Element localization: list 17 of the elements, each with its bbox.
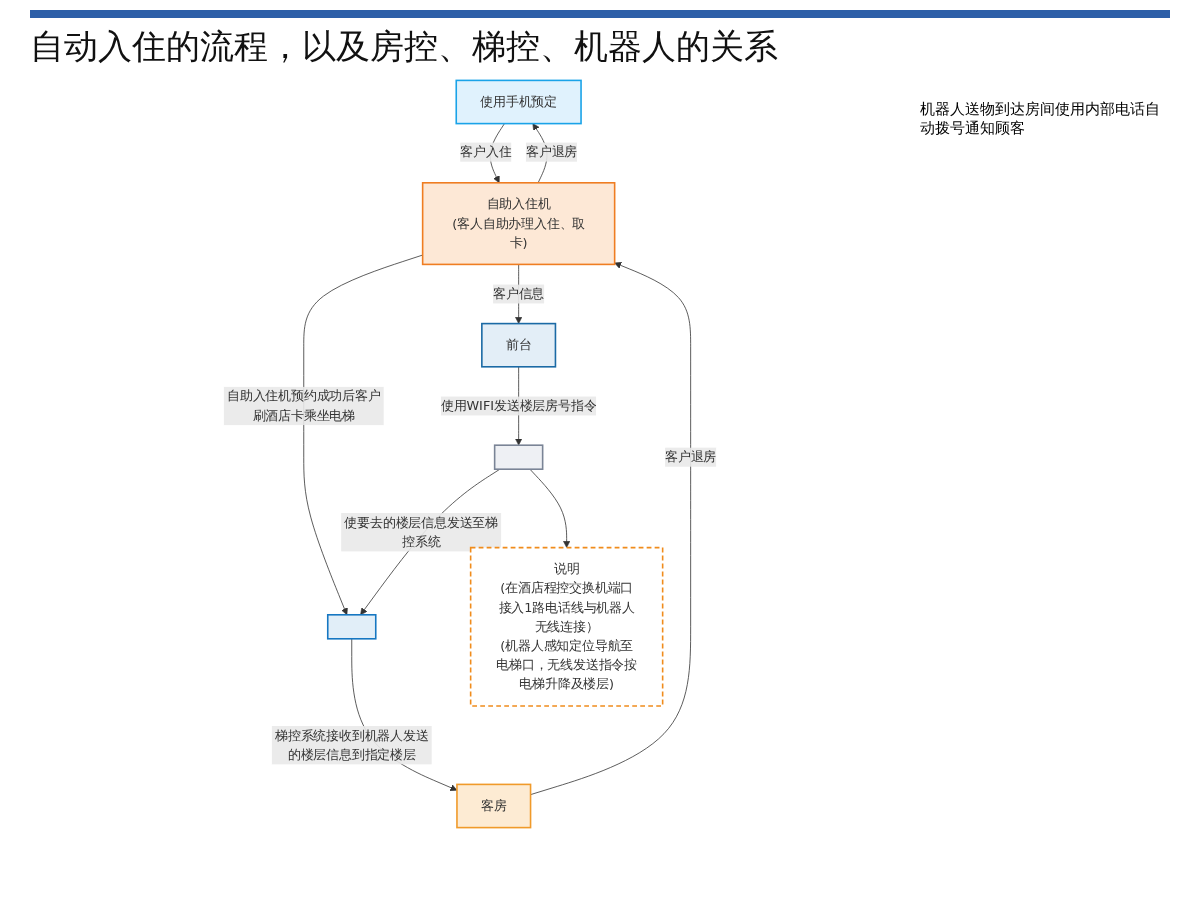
node-box: 客房: [456, 783, 532, 829]
node-box: 使用手机预定: [455, 79, 582, 125]
edge-label: 客户退房: [665, 449, 717, 465]
edge-label: 使要去的楼层信息发送至梯控系统: [344, 514, 498, 550]
edge-label: 客户信息: [493, 286, 545, 302]
node-box: 自助入住机 (客人自助办理入住、取卡): [421, 182, 616, 266]
node-box: 说明 (在酒店程控交换机端口接入1路电话线与机器人无线连接） (机器人感知定位导航至电梯口，无线发送指令按电梯升降及楼层): [469, 546, 664, 707]
title: 自动入住的流程，以及房控、梯控、机器人的关系: [30, 10, 1170, 70]
node-box: [326, 614, 377, 640]
node-box: [493, 444, 544, 470]
node-box: 前台: [481, 322, 557, 368]
edge-label: 客户退房: [525, 144, 578, 160]
edge-label: 使用WIFI发送楼层房号指令: [440, 398, 597, 414]
edge-label: 客户入住: [460, 144, 512, 160]
edge-label: 梯控系统接收到机器人发送的楼层信息到指定楼层: [274, 727, 429, 762]
note-text: 机器人送物到达房间使用内部电话自动拨号通知顾客: [920, 100, 1160, 138]
edge-label: 自助入住机预约成功后客户刷酒店卡乘坐电梯: [226, 388, 381, 423]
